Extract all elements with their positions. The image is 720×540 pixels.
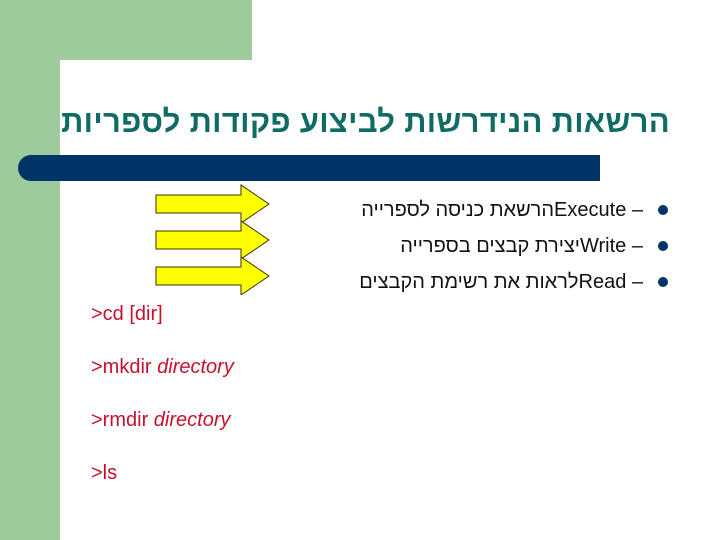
bullet-description: לראות את רשימת הקבצים	[359, 270, 579, 293]
bullet-execute: Execute – הרשאת כניסה לספרייה	[359, 192, 674, 228]
slide-title: הרשאות הנידרשות לביצוע פקודות לספריות	[61, 104, 670, 139]
permissions-list: Execute – הרשאת כניסה לספרייה Write – יצ…	[359, 192, 674, 300]
title-underline-bar	[18, 155, 600, 181]
bullet-term: Write –	[580, 234, 643, 257]
command-cd: >cd [dir]	[91, 303, 163, 325]
command-rmdir: >rmdir directory	[91, 409, 231, 431]
bullet-term: Read –	[578, 270, 644, 293]
arrows-group	[155, 184, 270, 295]
commands-list: >cd [dir] >mkdir directory >rmdir direct…	[91, 300, 234, 512]
bullet-description: יצירת קבצים בספרייה	[400, 234, 580, 257]
right-arrow-icon	[155, 256, 270, 295]
right-arrow-icon	[155, 220, 270, 260]
bullet-dot-icon	[658, 277, 668, 287]
bullet-description: הרשאת כניסה לספרייה	[361, 198, 555, 221]
command-mkdir: >mkdir directory	[91, 356, 234, 378]
bullet-read: Read – לראות את רשימת הקבצים	[359, 264, 674, 300]
right-arrow-icon	[155, 184, 270, 224]
content-panel	[60, 60, 720, 540]
bullet-term: Execute –	[554, 198, 643, 221]
bullet-dot-icon	[658, 205, 668, 215]
bullet-write: Write – יצירת קבצים בספרייה	[359, 228, 674, 264]
bullet-dot-icon	[658, 241, 668, 251]
command-ls: >ls	[91, 462, 118, 484]
green-top-panel	[0, 0, 252, 60]
green-side-panel	[0, 0, 60, 540]
